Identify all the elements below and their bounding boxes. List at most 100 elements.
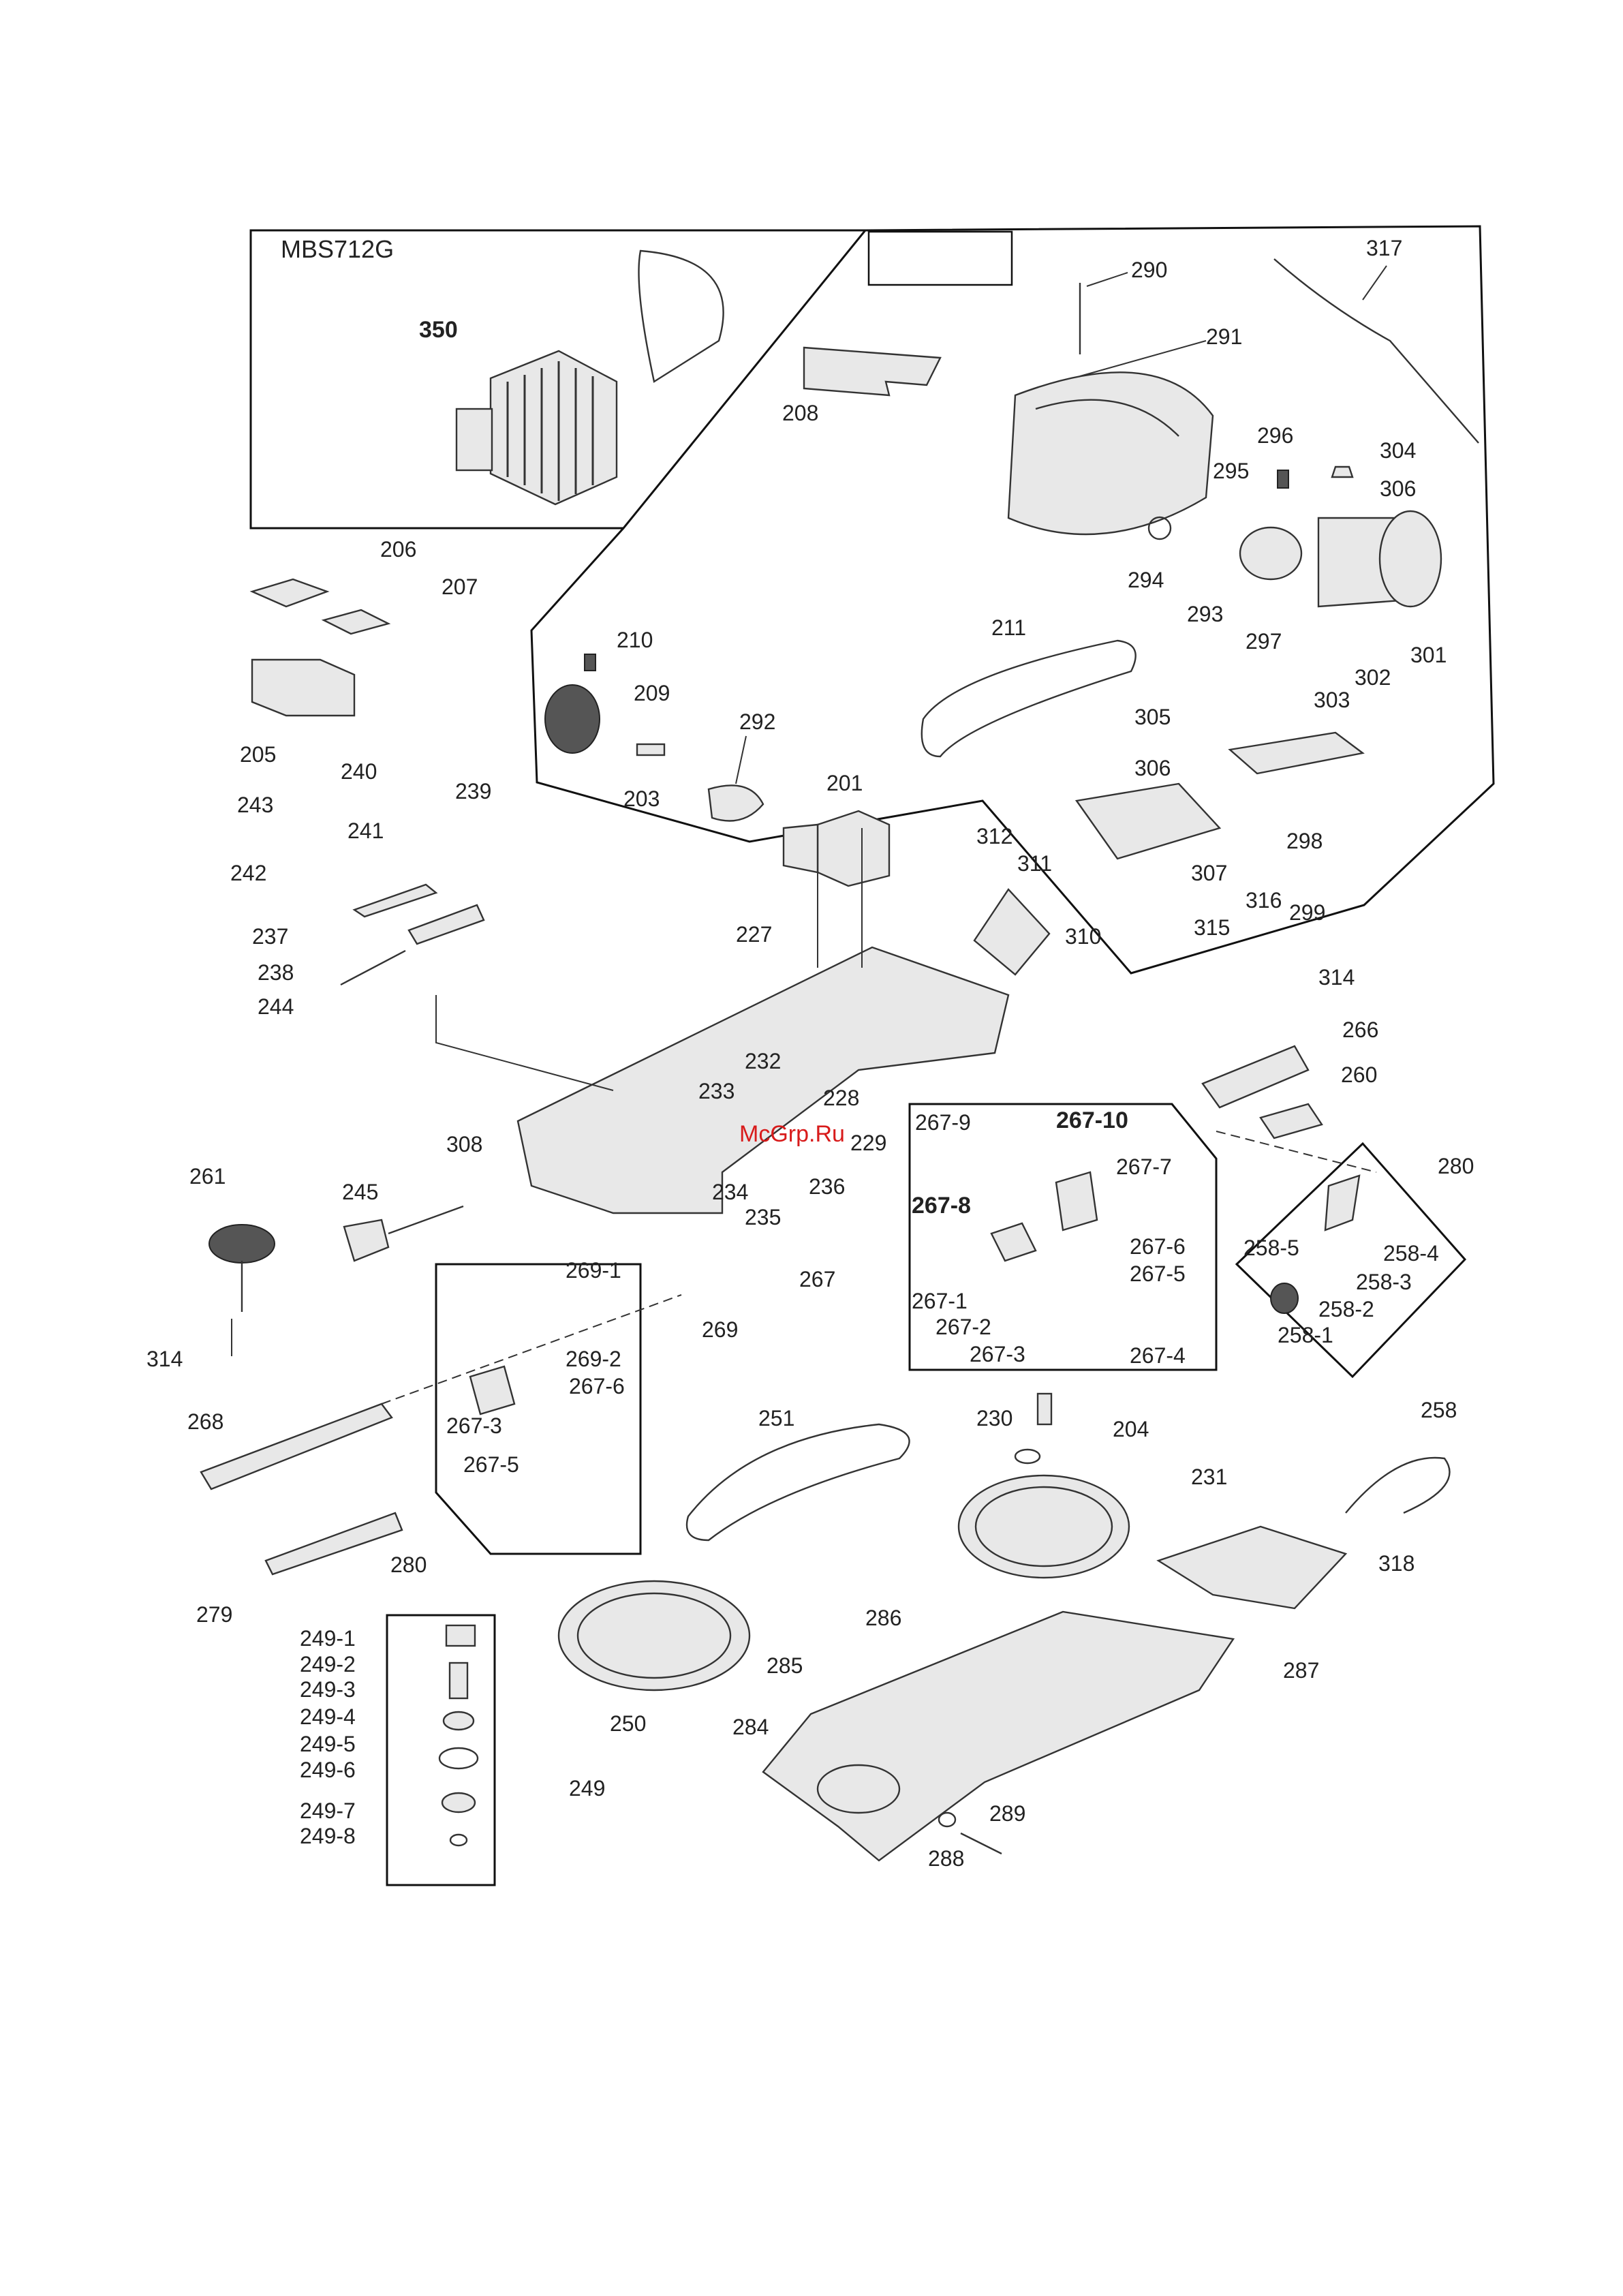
callout-350: 350 [419, 317, 458, 343]
callout-211: 211 [991, 615, 1026, 640]
callout-249-2: 249-2 [300, 1652, 356, 1677]
callout-229: 229 [850, 1131, 886, 1155]
callout-234: 234 [712, 1180, 748, 1204]
callout-249-3: 249-3 [300, 1677, 356, 1702]
callout-280b: 280 [390, 1552, 427, 1577]
callout-298: 298 [1286, 829, 1323, 853]
callout-258-5: 258-5 [1243, 1236, 1299, 1260]
callout-314a: 314 [1318, 965, 1355, 990]
part-motor [1239, 510, 1442, 608]
callout-267-9: 267-9 [915, 1110, 971, 1135]
callout-251: 251 [758, 1406, 794, 1430]
callout-290: 290 [1131, 258, 1167, 282]
callout-267-8: 267-8 [912, 1193, 971, 1219]
callout-286: 286 [865, 1606, 901, 1630]
callout-285: 285 [767, 1653, 803, 1678]
callout-206: 206 [380, 537, 416, 562]
callout-289: 289 [989, 1801, 1025, 1826]
callout-267-3b: 267-3 [446, 1413, 502, 1438]
part-268-rail: 314 268 280 279 [146, 1347, 427, 1627]
parts-288-289: 289 288 [928, 1801, 1025, 1871]
callout-258-2: 258-2 [1318, 1297, 1374, 1321]
parts-245-308: 308 245 [342, 1132, 482, 1262]
callout-210: 210 [617, 628, 653, 652]
callout-288: 288 [928, 1846, 964, 1871]
part-208-bracket: 208 [782, 346, 942, 425]
part-203-key: 203 [623, 743, 666, 811]
callout-243: 243 [237, 793, 273, 817]
callout-242: 242 [230, 861, 266, 885]
part-motor-plate: 305 306 303 302 301 298 307 316 315 [1075, 643, 1447, 940]
part-318-cable: 318 [1345, 1456, 1451, 1576]
bracket-group-237-244: 240 243 239 241 242 237 238 244 [230, 759, 491, 1019]
assembly-lines [231, 828, 1377, 1405]
callout-267-2: 267-2 [936, 1315, 991, 1339]
callout-267-4: 267-4 [1130, 1343, 1186, 1368]
callout-307: 307 [1191, 861, 1227, 885]
callout-301: 301 [1410, 643, 1447, 667]
part-291-belt-cover: 291 [1007, 324, 1242, 536]
part-227-main-frame: 227 [516, 922, 1010, 1214]
callout-238: 238 [258, 960, 294, 985]
callout-305: 305 [1134, 705, 1171, 729]
callout-209: 209 [634, 681, 670, 705]
callout-310: 310 [1065, 924, 1101, 949]
callout-249-6: 249-6 [300, 1758, 356, 1782]
callout-235: 235 [745, 1205, 781, 1229]
callout-315: 315 [1194, 915, 1230, 940]
callout-249-4: 249-4 [300, 1704, 356, 1729]
part-211-belt: 211 [921, 615, 1137, 758]
callout-236: 236 [809, 1174, 845, 1199]
callout-261: 261 [189, 1164, 226, 1189]
part-350-gearbox: 350 [419, 249, 724, 506]
callout-268: 268 [187, 1409, 223, 1434]
motor-group-frame [530, 225, 1495, 975]
part-201-gearbox: 201 [782, 771, 891, 887]
part-231-upper-wheel: 230 204 231 [957, 1392, 1227, 1579]
callout-318: 318 [1378, 1551, 1415, 1576]
callout-316: 316 [1246, 888, 1282, 913]
callout-205: 205 [240, 742, 276, 767]
part-290-screw: 290 [1079, 258, 1167, 354]
part-317-cord: 317 [1273, 236, 1479, 444]
callout-208: 208 [782, 401, 818, 425]
subassembly-267-box: 267-9 267-10 267-7 267-8 267-6 267-5 267… [799, 1103, 1218, 1371]
callout-258: 258 [1421, 1398, 1457, 1422]
callout-292: 292 [739, 709, 775, 734]
part-287-plate: 287 [1156, 1525, 1348, 1683]
part-312-guard: 312 311 310 [973, 824, 1101, 976]
callouts-frame-hardware: 232 233 228 229 234 235 236 McGrp.Ru [698, 1049, 886, 1229]
callout-201: 201 [826, 771, 863, 795]
subassembly-258-box: 280 258-5 258-4 258-3 258-2 258-1 258 [1235, 1142, 1474, 1422]
callout-258-3: 258-3 [1356, 1270, 1412, 1294]
part-251-blade-band: 251 [685, 1406, 910, 1542]
callout-304: 304 [1380, 438, 1416, 463]
callout-203: 203 [623, 786, 660, 811]
blank-label-box [867, 230, 1013, 286]
part-209-pulley: 209 210 [544, 628, 670, 754]
callout-267-6: 267-6 [1130, 1234, 1186, 1259]
callout-227: 227 [736, 922, 772, 947]
callout-260: 260 [1341, 1062, 1377, 1087]
subassembly-249-box: 249-1 249-2 249-3 249-4 249-5 249-6 249-… [300, 1614, 605, 1886]
callout-269-1: 269-1 [566, 1258, 621, 1283]
callout-296: 296 [1257, 423, 1293, 448]
part-286-lower-cover: 286 285 284 [732, 1606, 1235, 1862]
callout-280a: 280 [1438, 1154, 1474, 1178]
callout-232: 232 [745, 1049, 781, 1073]
callout-231: 231 [1191, 1465, 1227, 1489]
callout-299: 299 [1289, 900, 1325, 925]
callout-267-7: 267-7 [1116, 1154, 1172, 1179]
callout-258-4: 258-4 [1383, 1241, 1439, 1266]
callout-239: 239 [455, 779, 491, 803]
callout-302: 302 [1355, 665, 1391, 690]
part-250-lower-wheel: 250 [557, 1580, 751, 1736]
callout-249-1: 249-1 [300, 1626, 356, 1651]
callout-284: 284 [732, 1715, 769, 1739]
part-261-knob: 261 [189, 1164, 275, 1312]
callout-228: 228 [823, 1086, 859, 1110]
callout-303: 303 [1314, 688, 1350, 712]
callout-258-1: 258-1 [1278, 1323, 1333, 1347]
callout-244: 244 [258, 994, 294, 1019]
